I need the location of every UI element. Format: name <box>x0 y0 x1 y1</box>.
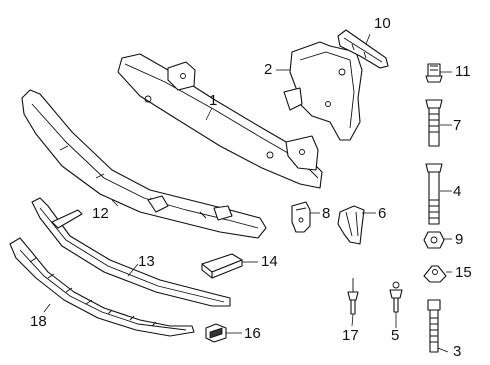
part-5-rivet <box>389 281 403 313</box>
part-8-bracket <box>291 201 311 233</box>
callout-10: 10 <box>374 15 391 32</box>
part-11-bolt <box>425 63 443 83</box>
part-9-nut <box>423 231 445 249</box>
leader-lines <box>43 33 452 353</box>
callout-14: 14 <box>261 253 278 270</box>
part-13-strip <box>31 197 231 307</box>
callout-1: 1 <box>209 92 218 109</box>
part-15-clip <box>423 265 447 283</box>
part-10-bracket <box>337 29 389 69</box>
part-4-bolt <box>425 163 443 225</box>
callout-11: 11 <box>455 63 471 80</box>
callout-2: 2 <box>264 61 273 78</box>
callout-8: 8 <box>322 205 331 222</box>
part-3-bolt <box>427 299 441 353</box>
part-12-absorber <box>21 89 267 239</box>
part-7-bolt <box>425 99 443 147</box>
part-17-pin <box>347 278 359 315</box>
callout-6: 6 <box>378 205 387 222</box>
part-2-bracket <box>283 41 363 141</box>
callout-15: 15 <box>455 264 472 281</box>
callout-18: 18 <box>30 313 47 330</box>
part-6-bracket <box>337 205 365 245</box>
callout-16: 16 <box>244 325 261 342</box>
callout-9: 9 <box>455 231 464 248</box>
callout-13: 13 <box>138 253 155 270</box>
callout-12: 12 <box>92 205 109 222</box>
part-16-clip <box>205 323 227 343</box>
callout-4: 4 <box>453 183 462 200</box>
callout-17: 17 <box>342 327 359 344</box>
callout-3: 3 <box>453 343 462 360</box>
part-18-trim <box>9 237 195 337</box>
callout-7: 7 <box>453 117 462 134</box>
part-14-pad <box>201 253 243 279</box>
callout-5: 5 <box>391 327 400 344</box>
part-1-reinforcement-beam <box>117 53 323 189</box>
